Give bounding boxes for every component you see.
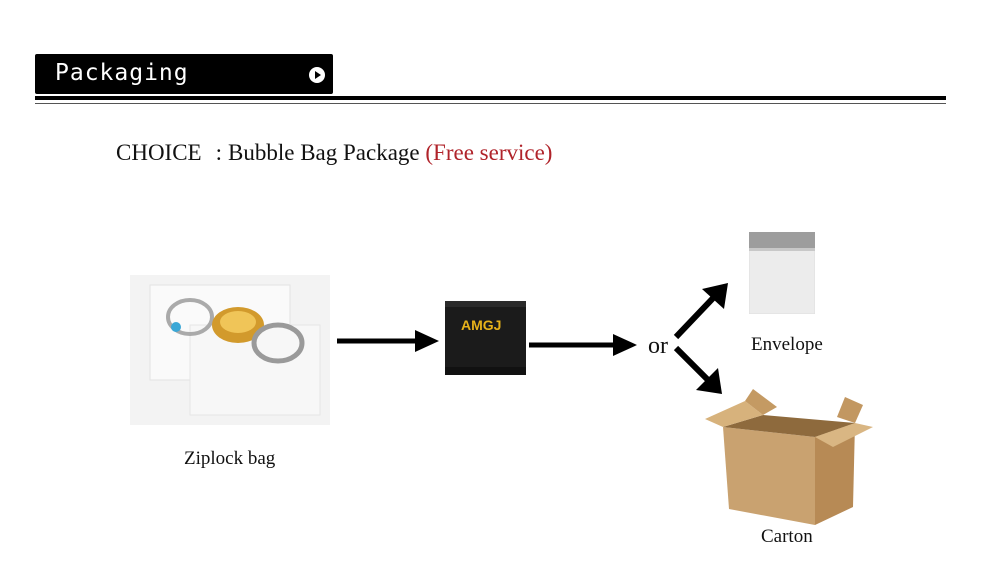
box-brand-text: AMGJ bbox=[461, 317, 502, 333]
ziplock-bag-label: Ziplock bag bbox=[184, 448, 276, 469]
choice-text: Bubble Bag Package bbox=[228, 140, 420, 165]
gift-box-image: AMGJ bbox=[443, 297, 528, 379]
bubble-envelope-image bbox=[749, 232, 815, 314]
arrow-right-icon bbox=[529, 334, 639, 356]
envelope-label: Envelope bbox=[751, 334, 823, 355]
free-service-note: (Free service) bbox=[425, 140, 553, 165]
section-title: Packaging bbox=[55, 60, 189, 86]
choice-label: CHOICE bbox=[116, 140, 202, 165]
section-header-tab: Packaging bbox=[35, 54, 333, 94]
carton-box-image bbox=[703, 387, 875, 529]
or-label: or bbox=[648, 333, 668, 359]
arrow-right-icon bbox=[337, 330, 439, 352]
arrow-up-right-icon bbox=[672, 281, 732, 341]
choice-line: CHOICE:Bubble Bag Package (Free service) bbox=[116, 140, 552, 166]
header-divider bbox=[35, 96, 946, 100]
choice-separator: : bbox=[215, 140, 223, 165]
carton-label: Carton bbox=[761, 526, 813, 547]
ziplock-bag-image bbox=[120, 265, 335, 435]
header-divider-thin bbox=[35, 103, 946, 104]
play-circle-icon bbox=[309, 67, 325, 83]
arrow-down-right-icon bbox=[672, 344, 727, 399]
